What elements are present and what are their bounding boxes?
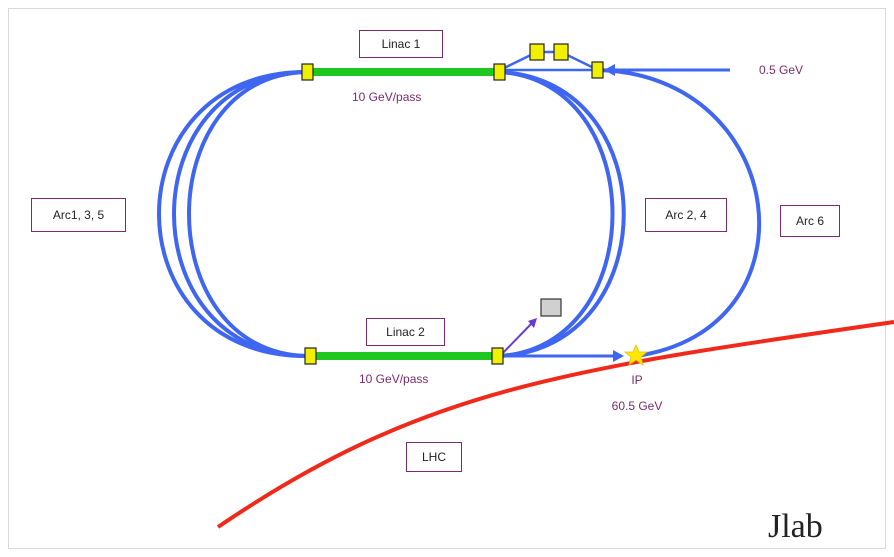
injection-magnet: [591, 61, 604, 79]
injection-chicane: [499, 50, 599, 72]
chicane-magnet-2: [553, 43, 569, 61]
dump-line: [499, 322, 533, 357]
linac-2-label: Linac 2: [366, 318, 445, 346]
lhc-label: LHC: [406, 442, 462, 472]
arc-1-3-5-label: Arc1, 3, 5: [31, 198, 126, 232]
arc-6: [597, 68, 762, 358]
dump-arrowhead: [528, 318, 537, 328]
ip-star-icon: [623, 343, 649, 366]
beam-dump-icon: [540, 298, 562, 317]
arc-6-label: Arc 6: [780, 205, 840, 237]
chicane-magnet-1: [529, 43, 545, 61]
injection-energy: 0.5 GeV: [759, 63, 804, 77]
linac-1-exit-magnet: [493, 63, 506, 81]
linac-2-entrance-magnet: [304, 347, 317, 365]
arc-2-4: [499, 70, 626, 358]
ip-energy: 60.5 GeV: [611, 399, 663, 413]
linac-2-energy-gain: 10 GeV/pass: [359, 372, 429, 386]
ip-label: IP: [631, 373, 643, 387]
figure-frame: [8, 8, 886, 549]
linac-1-label: Linac 1: [359, 30, 443, 58]
linac-2-exit-magnet: [491, 347, 504, 365]
lhc-beamline: [216, 320, 894, 529]
jlab-label: Jlab: [768, 508, 823, 545]
linac-1-energy-gain: 10 GeV/pass: [352, 90, 422, 104]
arc-1-3-5: [157, 70, 307, 358]
injection-arrowhead: [604, 64, 615, 76]
arc-2-4-label: Arc 2, 4: [645, 198, 727, 232]
ip-arrowhead: [613, 350, 624, 362]
linac-1-entrance-magnet: [301, 63, 314, 81]
